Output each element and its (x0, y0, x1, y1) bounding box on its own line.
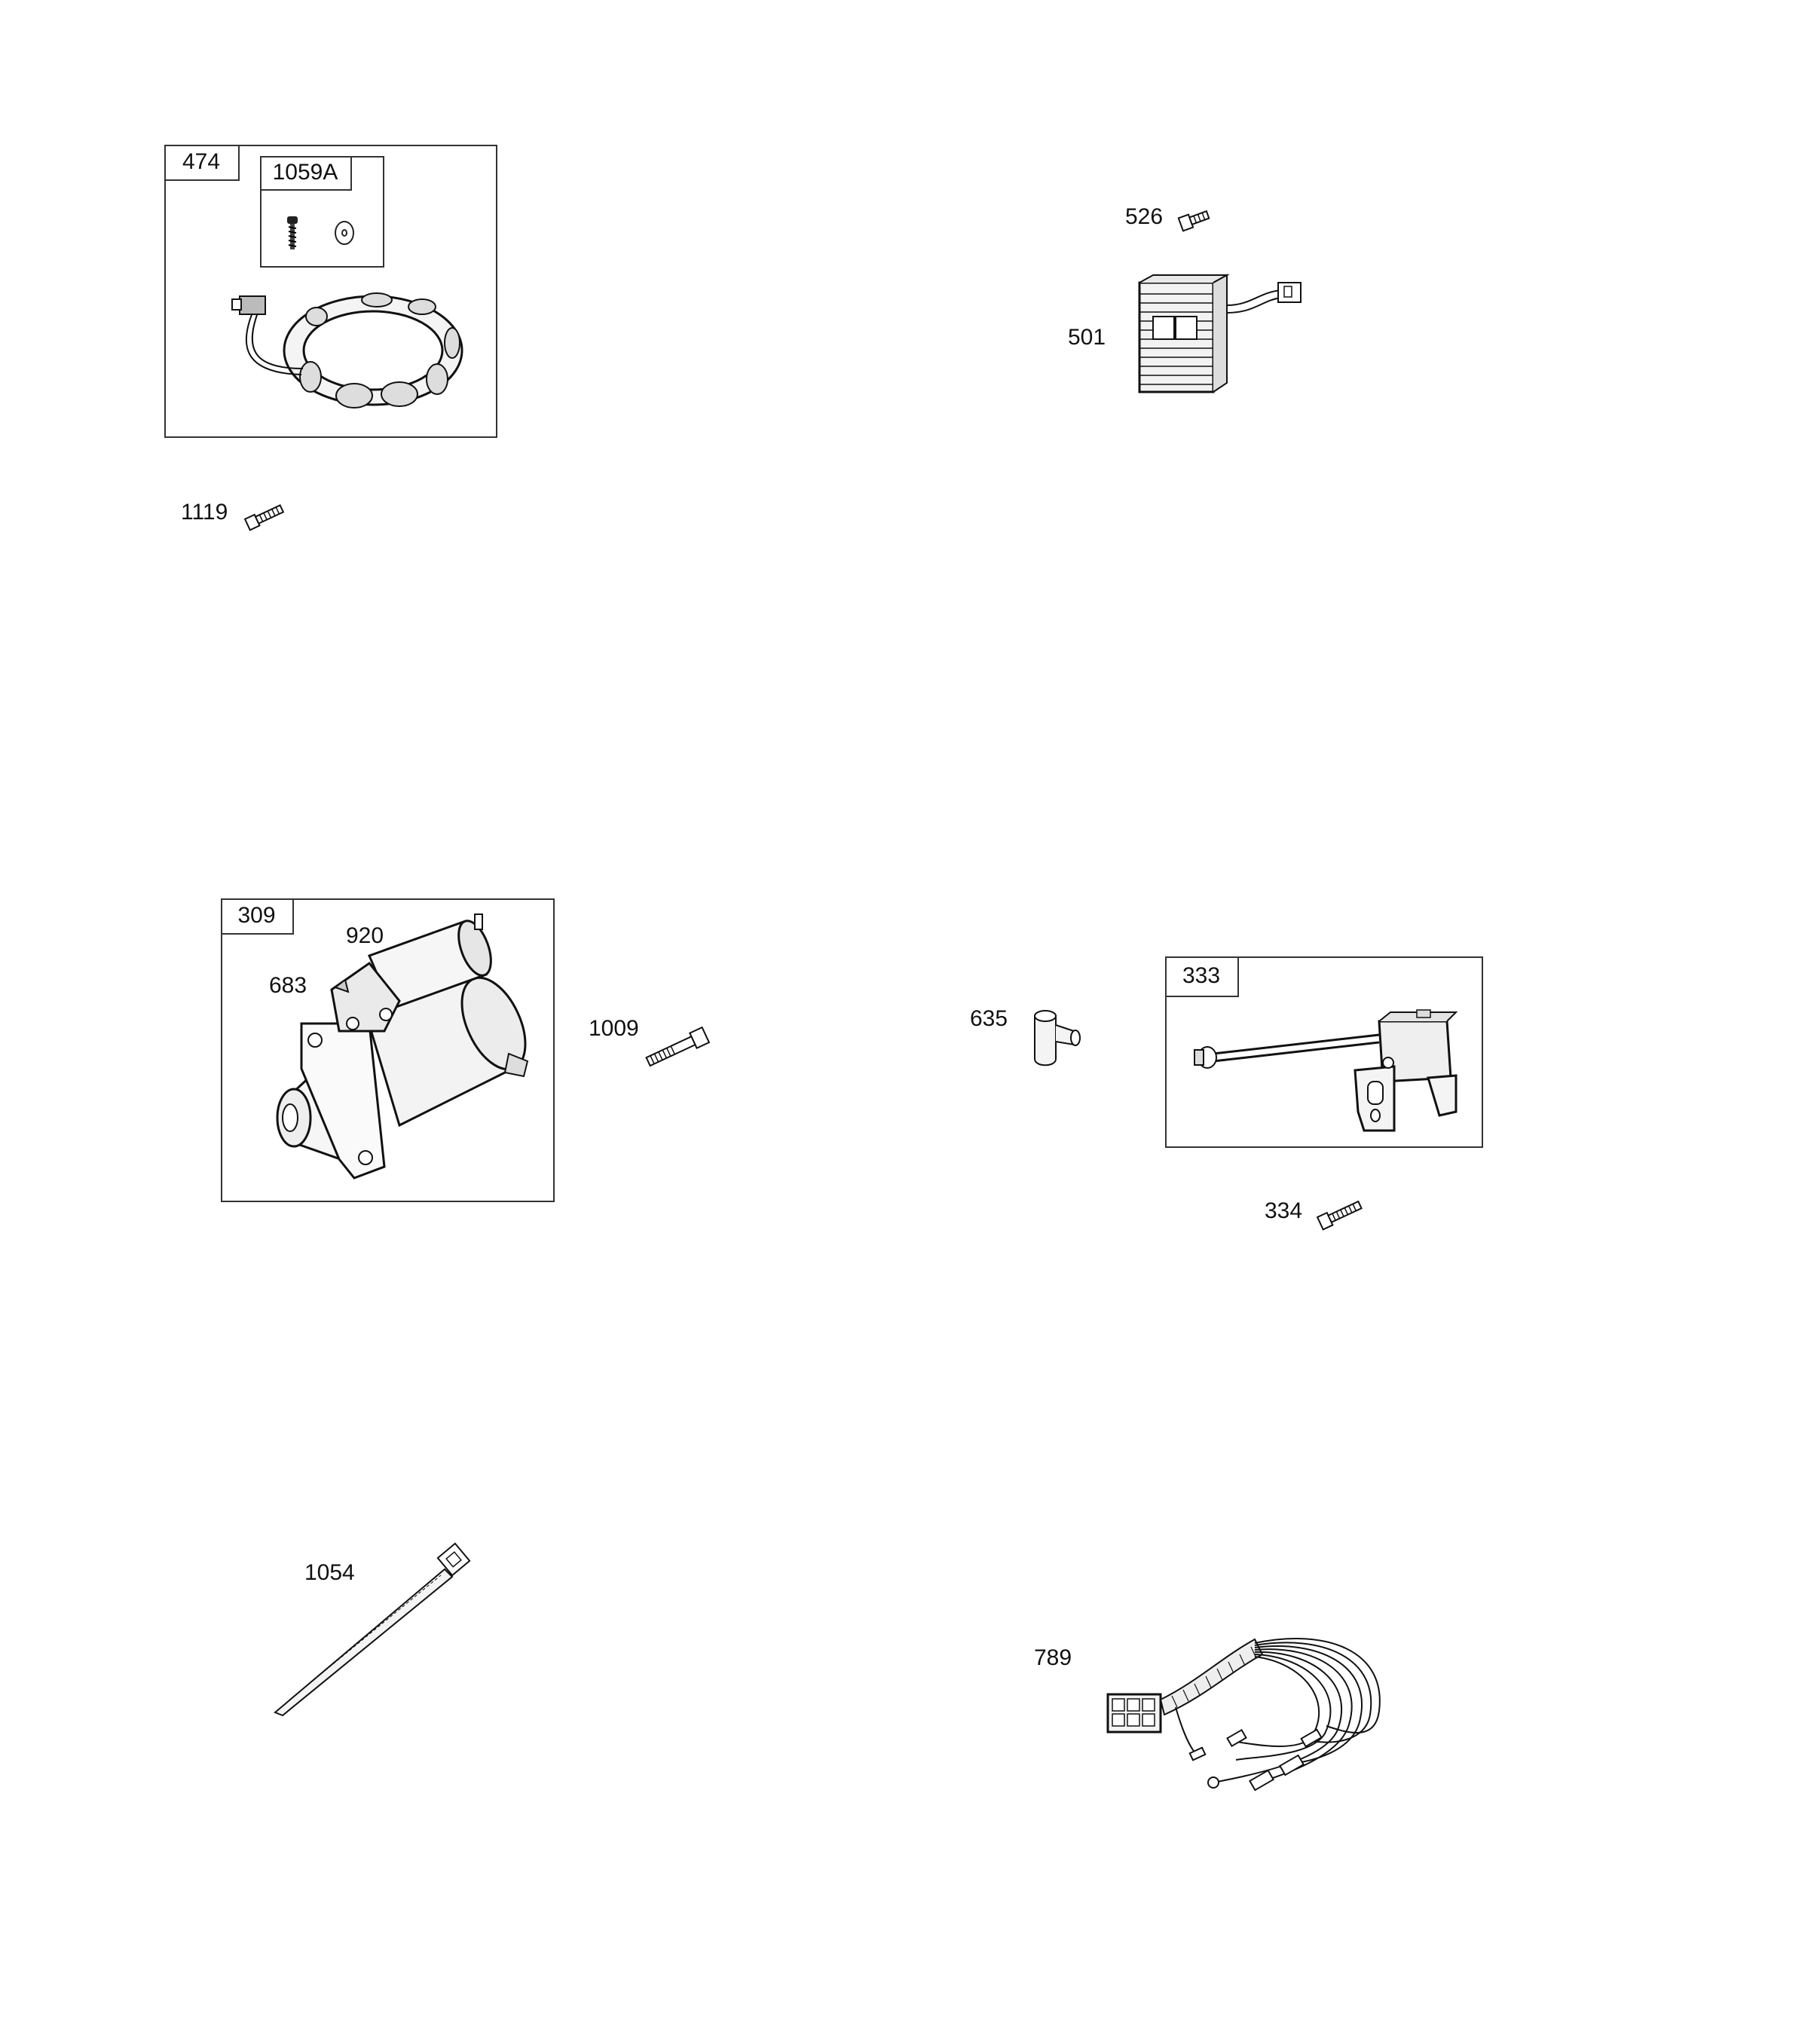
callout-789: 789 (1034, 1645, 1072, 1670)
bolt-334-icon (1315, 1195, 1368, 1232)
cable-tie-icon (268, 1538, 479, 1718)
callout-501: 501 (1068, 325, 1106, 350)
stator-icon (219, 290, 467, 418)
callout-920: 920 (346, 923, 384, 948)
spark-plug-boot-icon (1029, 1002, 1089, 1070)
callout-1059a: 1059A (260, 156, 352, 191)
callout-1054: 1054 (304, 1560, 355, 1585)
hardware-kit-box (260, 156, 384, 268)
callout-635: 635 (970, 1006, 1008, 1031)
callout-333: 333 (1165, 956, 1239, 997)
long-bolt-icon (641, 1021, 716, 1074)
screw-526-icon (1177, 205, 1213, 235)
callout-1119: 1119 (181, 500, 228, 525)
voltage-regulator-icon (1130, 271, 1326, 407)
bolt-icon (243, 501, 288, 531)
ignition-coil-box (1165, 956, 1483, 1148)
wiring-harness-icon (1100, 1620, 1402, 1809)
screw-icon (287, 216, 298, 249)
callout-526: 526 (1125, 204, 1164, 229)
stator-assembly-box (164, 145, 497, 438)
callout-474: 474 (164, 145, 240, 181)
starter-motor-icon (256, 918, 543, 1197)
starter-motor-box (221, 898, 555, 1202)
callout-683: 683 (269, 973, 307, 998)
ignition-coil-icon (1191, 1006, 1470, 1138)
callout-1009: 1009 (589, 1016, 639, 1041)
callout-309: 309 (221, 898, 294, 935)
callout-334: 334 (1265, 1198, 1303, 1223)
washer-icon (332, 220, 357, 246)
